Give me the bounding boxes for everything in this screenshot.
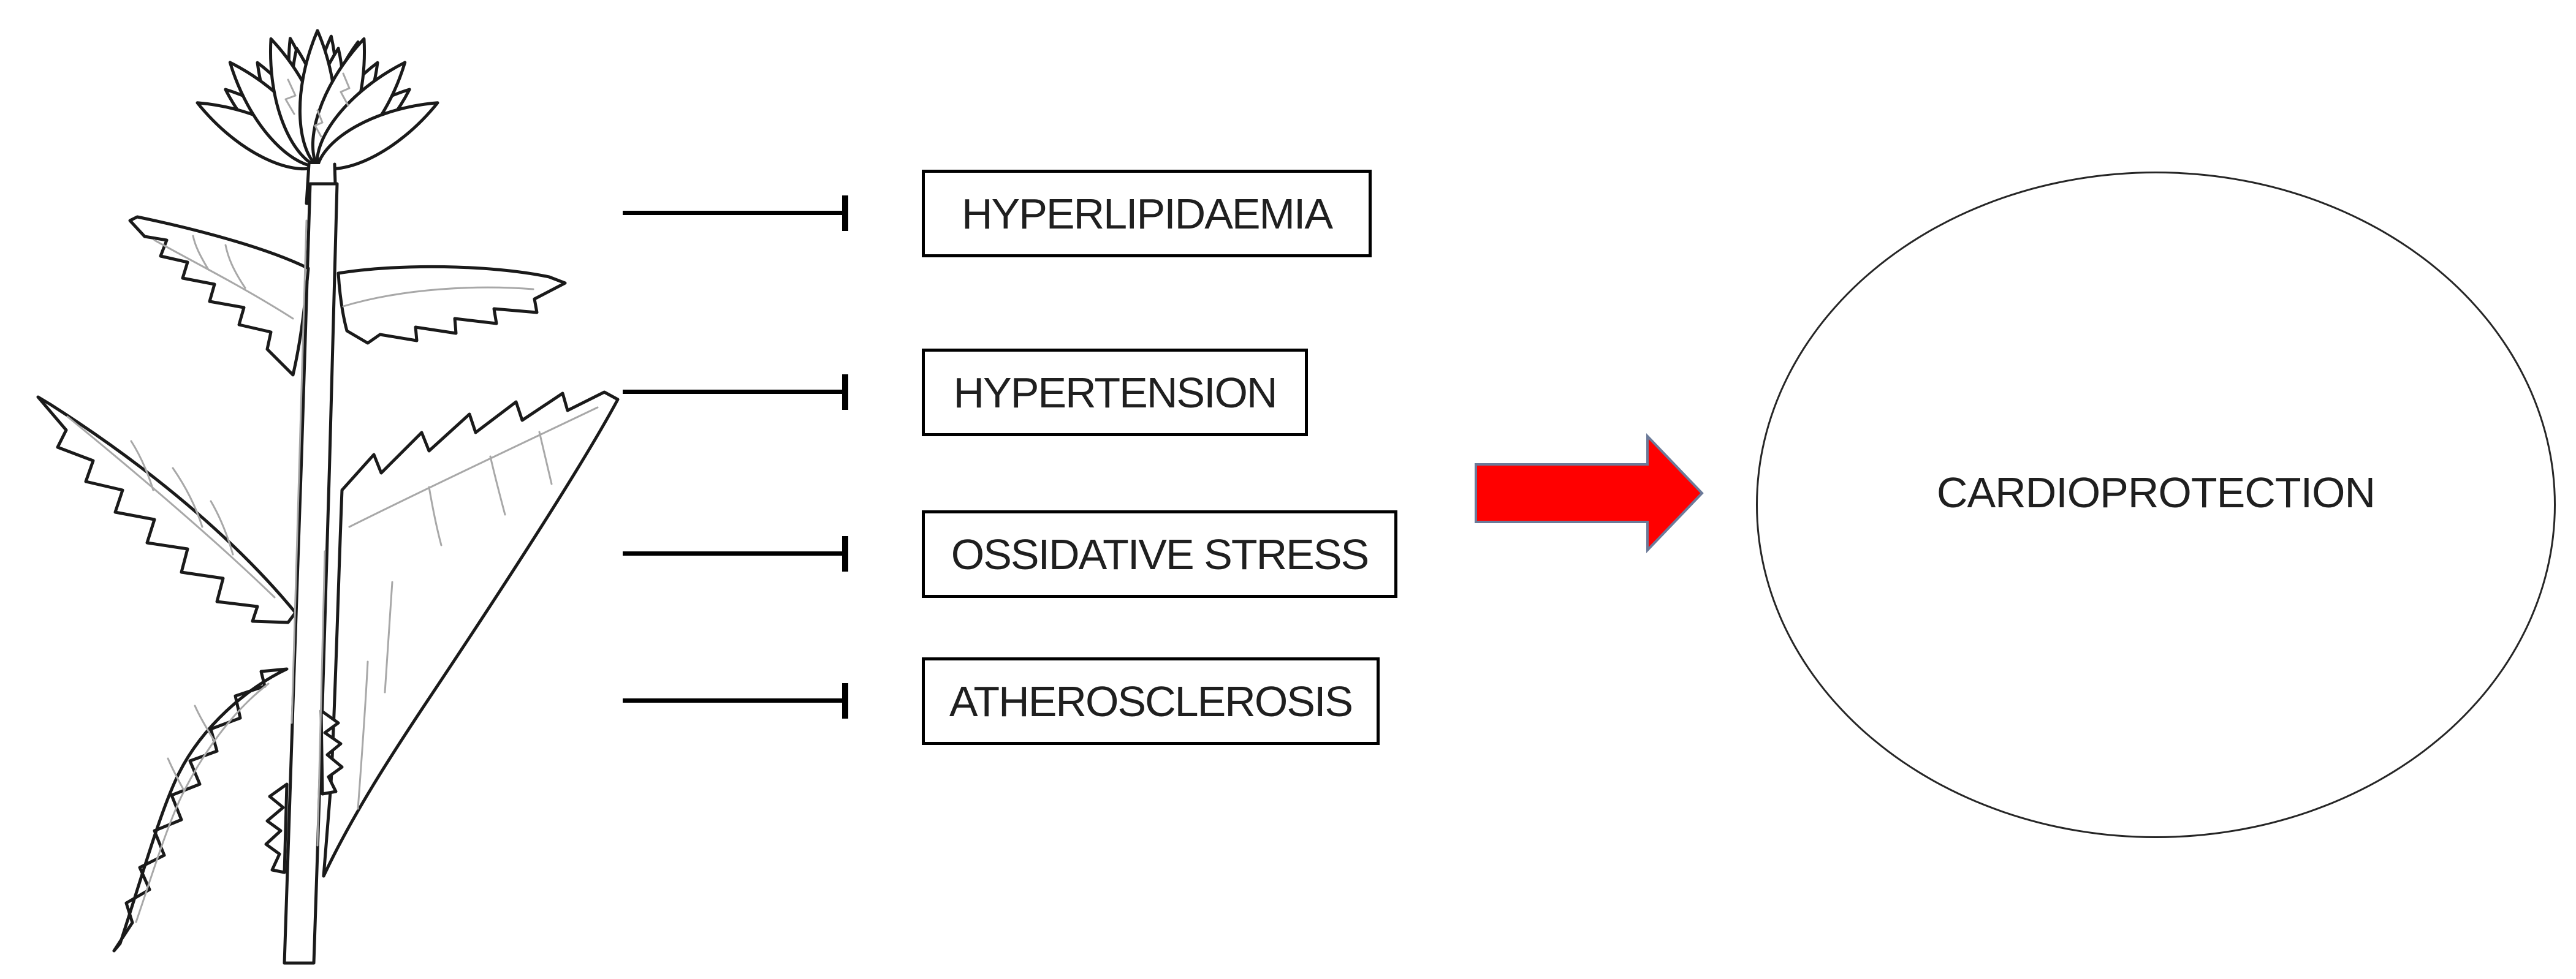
factor-box-atherosclerosis: ATHEROSCLEROSIS: [922, 657, 1380, 745]
promotion-arrow: [1475, 433, 1704, 553]
leaf-veins: [66, 219, 599, 923]
cardioprotection-ellipse: CARDIOPROTECTION: [1756, 172, 2556, 838]
factor-box-ossidative-stress: OSSIDATIVE STRESS: [922, 510, 1397, 598]
factor-label: HYPERTENSION: [953, 368, 1277, 417]
inhibition-connector-3: [623, 536, 848, 572]
inhibition-connector-1: [623, 195, 848, 231]
cardioprotection-label: CARDIOPROTECTION: [1936, 469, 2376, 516]
connector-shaft: [623, 211, 842, 215]
plant-stem: [283, 182, 339, 965]
artichoke-plant-illustration: [36, 29, 620, 965]
factor-box-hyperlipidaemia: HYPERLIPIDAEMIA: [922, 170, 1372, 257]
factor-label: ATHEROSCLEROSIS: [949, 677, 1353, 725]
plant-leaf-left-large: [36, 395, 297, 624]
stem-wing-right: [319, 709, 344, 796]
factor-label: HYPERLIPIDAEMIA: [961, 189, 1333, 238]
connector-tbar-cap: [842, 536, 848, 572]
inhibition-connector-2: [623, 374, 848, 410]
plant-leaf-upper-right: [336, 265, 567, 345]
factor-label: OSSIDATIVE STRESS: [951, 530, 1369, 578]
factor-box-hypertension: HYPERTENSION: [922, 349, 1308, 436]
inhibition-connector-4: [623, 683, 848, 719]
artichoke-bud: [196, 29, 439, 205]
right-arrow-shape: [1475, 433, 1704, 553]
connector-shaft: [623, 390, 842, 394]
connector-shaft: [623, 551, 842, 556]
connector-shaft: [623, 698, 842, 703]
connector-tbar-cap: [842, 683, 848, 719]
plant-leaf-upper-left: [128, 215, 310, 377]
stem-wing-left: [264, 782, 289, 874]
connector-tbar-cap: [842, 195, 848, 231]
plant-leaf-lower-left: [112, 667, 289, 953]
connector-tbar-cap: [842, 374, 848, 410]
plant-leaf-right-large: [322, 390, 620, 878]
